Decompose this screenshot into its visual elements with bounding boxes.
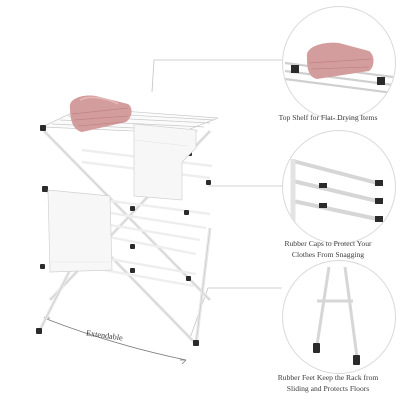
extendable-arrow (43, 317, 187, 361)
callout-line-bottom (189, 287, 282, 339)
extendable-arrow-right-head (180, 359, 187, 365)
callout-line-top (151, 59, 282, 93)
rubber-caps-caption-line-2: Clothes From Snagging (291, 250, 365, 259)
rubber-caps-caption: Rubber Caps to Protect Your Clothes From… (262, 238, 394, 260)
rubber-feet-caption-line-2: Sliding and Protects Floors (286, 384, 370, 393)
rubber-feet-caption-line-1: Rubber Feet Keep the Rack from (277, 373, 379, 382)
rubber-caps (36, 125, 211, 346)
detail-circle-rubber-feet (282, 260, 396, 374)
rubber-caps-caption-line-1: Rubber Caps to Protect Your (284, 239, 372, 248)
white-towel-lower (47, 189, 113, 273)
detail-circle-rubber-caps (282, 130, 396, 244)
top-shelf-caption: Top Shelf for Flat- Drying Items (278, 113, 378, 122)
rubber-feet-caption: Rubber Feet Keep the Rack from Sliding a… (258, 372, 398, 394)
pink-towels (69, 95, 132, 132)
white-towel-upper (133, 123, 197, 201)
detail-circle-top-shelf (282, 6, 396, 120)
